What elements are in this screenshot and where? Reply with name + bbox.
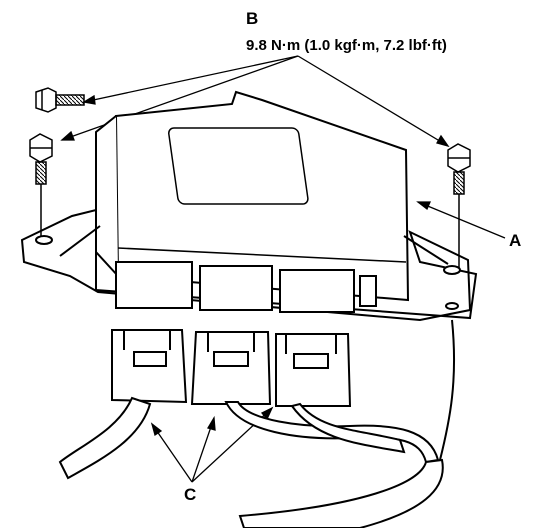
label-a: A: [509, 231, 521, 250]
connector-c-3: [275, 333, 352, 407]
bolt-right: [447, 143, 471, 268]
bolt-top-left: [35, 87, 85, 113]
control-unit-a: [95, 90, 410, 302]
mounting-bracket: [20, 208, 478, 322]
connector-c-1: [111, 329, 188, 404]
connector-c-2: [190, 331, 272, 405]
bolt-left: [29, 133, 53, 238]
label-c: C: [184, 485, 196, 504]
label-b: B: [246, 9, 258, 28]
wire-harness: [58, 319, 456, 528]
torque-spec: 9.8 N·m (1.0 kgf·m, 7.2 lbf·ft): [246, 37, 447, 54]
ecu-connector-ports: [115, 261, 377, 313]
leader-a: [416, 201, 506, 239]
bolt-leader-lines: [60, 55, 450, 148]
